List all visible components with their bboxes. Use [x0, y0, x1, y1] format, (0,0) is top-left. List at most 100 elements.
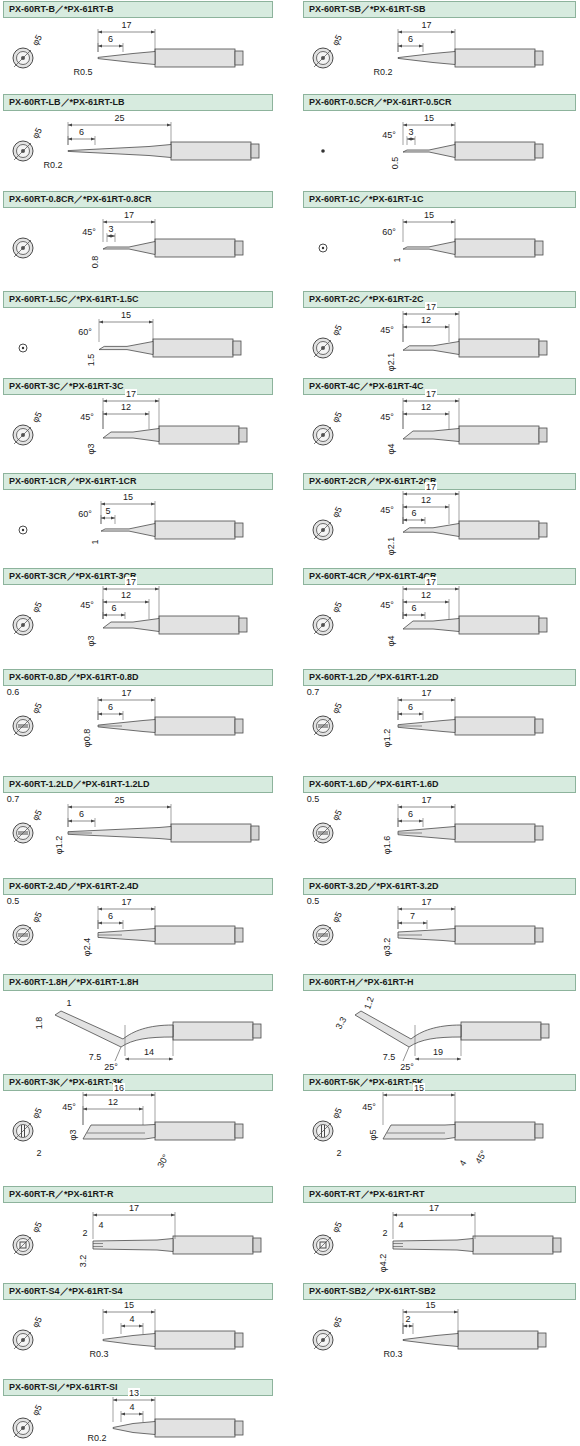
soldering-tip: [398, 49, 543, 67]
dimension-line: [398, 711, 423, 720]
dimension-label: φ5: [329, 504, 344, 520]
cross-section: [313, 615, 333, 635]
model-header: PX-60RT-RT／*PX-61RT-RT: [303, 1186, 576, 1203]
angle-line: [403, 1047, 409, 1061]
dimension-line: [103, 411, 149, 429]
dimension-label: 12: [120, 402, 132, 412]
cross-section: [313, 925, 333, 945]
dimension-label: 0.5: [306, 794, 321, 804]
dimension-line: [398, 697, 455, 720]
dimension-label: φ3.2: [382, 937, 392, 957]
dimension-label: 0.5: [390, 156, 400, 171]
soldering-tip: [403, 239, 543, 257]
cross-section: [313, 520, 333, 540]
dimension-label: 17: [120, 688, 132, 698]
cross-section: [313, 823, 333, 843]
tip-panel: [13, 29, 243, 68]
dimension-label: 15: [423, 113, 435, 123]
tip-panel: [13, 398, 247, 445]
model-header: PX-60RT-0.5CR／*PX-61RT-0.5CR: [303, 94, 576, 111]
cross-section: [13, 238, 33, 258]
dimension-line: [103, 586, 159, 619]
soldering-tip: [355, 1011, 549, 1061]
cross-section: [13, 1330, 33, 1350]
model-name: PX-60RT-B／*PX-61RT-B: [4, 2, 272, 17]
dimension-label: 1.5: [86, 353, 96, 368]
dimension-label: 17: [125, 577, 137, 587]
soldering-tip: [383, 1122, 543, 1140]
model-name: PX-60RT-1.6D／*PX-61RT-1.6D: [304, 777, 575, 792]
cross-section: [313, 48, 333, 68]
cross-section: [13, 425, 33, 445]
angle-line: [115, 1047, 121, 1061]
dimension-line: [98, 697, 155, 720]
model-name: PX-60RT-SB／*PX-61RT-SB: [304, 2, 575, 17]
dimension-line: [83, 1106, 143, 1125]
model-name: PX-60RT-1CR／*PX-61RT-1CR: [4, 474, 272, 489]
dimension-label: 12: [420, 315, 432, 325]
model-header: PX-60RT-H／*PX-61RT-H: [303, 974, 576, 991]
dimension-label: φ5: [368, 1129, 378, 1142]
cross-section: [13, 1418, 33, 1438]
dimension-label: 15: [413, 1083, 425, 1093]
dimension-label: 60°: [77, 327, 93, 337]
tip-panel: [313, 697, 543, 736]
dimension-label: 45°: [379, 325, 395, 335]
cross-section: [13, 1235, 33, 1255]
dimension-label: 4: [128, 1314, 135, 1324]
dimension-label: 0.6: [6, 687, 21, 697]
cross-section: [313, 1235, 333, 1255]
soldering-tip: [93, 1236, 261, 1254]
dimension-line: [83, 1092, 155, 1125]
model-header: PX-60RT-LB／*PX-61RT-LB: [3, 94, 273, 111]
dimension-line: [415, 1025, 461, 1061]
soldering-tip: [103, 1331, 243, 1349]
model-header: PX-60RT-2CR／*PX-61RT-2CR: [303, 473, 576, 490]
dimension-label: φ5: [29, 1402, 44, 1418]
dimension-label: 12: [120, 590, 132, 600]
dimension-line: [103, 599, 149, 619]
dimension-label: 25: [113, 795, 125, 805]
dimension-label: φ5: [29, 599, 44, 615]
dimension-label: 45°: [379, 412, 395, 422]
model-header: PX-60RT-R／*PX-61RT-R: [3, 1186, 273, 1203]
tip-panel: [13, 1309, 243, 1350]
dimension-label: 17: [425, 577, 437, 587]
soldering-tip: [398, 717, 543, 735]
tip-panel: [13, 1212, 261, 1255]
dimension-line: [93, 1212, 175, 1239]
model-name: PX-60RT-RT／*PX-61RT-RT: [304, 1187, 575, 1202]
dimension-label: 13: [128, 1388, 140, 1398]
dimension-label: 17: [123, 210, 135, 220]
dimension-label: 15: [424, 1300, 436, 1310]
model-name: PX-60RT-2.4D／*PX-61RT-2.4D: [4, 879, 272, 894]
dimension-label: 0.7: [6, 794, 21, 804]
dimension-line: [68, 136, 95, 145]
model-name: PX-60RT-0.5CR／*PX-61RT-0.5CR: [304, 95, 575, 110]
dimension-line: [121, 1323, 143, 1334]
model-name: PX-60RT-3K／*PX-61RT-3K: [4, 1075, 272, 1090]
model-header: PX-60RT-3.2D／*PX-61RT-3.2D: [303, 878, 576, 895]
dimension-label: R0.2: [372, 67, 393, 77]
dimension-label: φ5: [329, 807, 344, 823]
dimension-line: [103, 612, 125, 619]
dimension-label: 15: [423, 210, 435, 220]
cross-section: [13, 823, 33, 843]
dimension-line: [407, 136, 415, 145]
dimension-label: φ5: [29, 125, 44, 141]
dimension-line: [103, 398, 159, 429]
soldering-tip: [98, 49, 243, 67]
cross-section: [19, 526, 27, 534]
dimension-label: φ4: [386, 443, 396, 456]
model-name: PX-60RT-0.8D／*PX-61RT-0.8D: [4, 670, 272, 685]
cross-section: [13, 925, 33, 945]
dimension-line: [68, 804, 171, 827]
dimension-label: 0.5: [306, 896, 321, 906]
dimension-label: 60°: [77, 509, 93, 519]
soldering-tip: [68, 142, 259, 160]
soldering-tip: [103, 616, 247, 634]
dimension-label: 4: [397, 1220, 404, 1230]
dimension-label: 45°: [379, 505, 395, 515]
model-header: PX-60RT-B／*PX-61RT-B: [3, 1, 273, 18]
